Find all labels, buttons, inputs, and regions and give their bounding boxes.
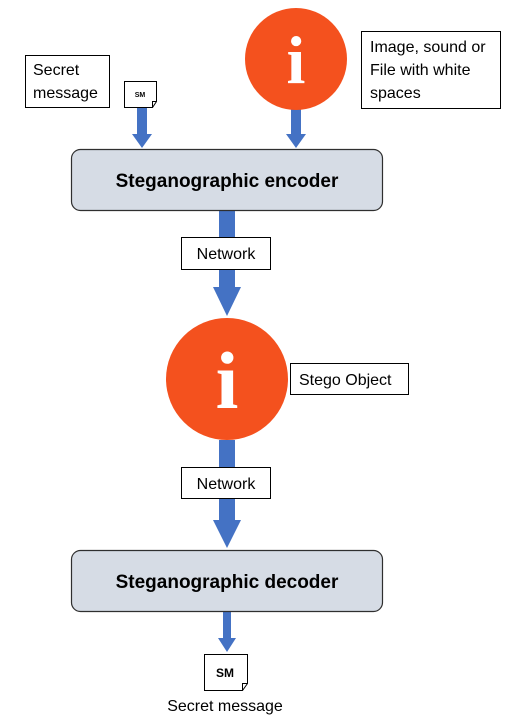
cover-info-icon: i	[245, 8, 347, 110]
secret-message-label-line2: message	[33, 85, 98, 102]
encoder-box: Steganographic encoder	[70, 148, 384, 212]
arrow-decoder-to-output	[218, 612, 236, 652]
secret-message-label-line1: Secret	[33, 62, 80, 79]
cover-label-box: Image, sound or File with white spaces	[361, 31, 501, 109]
stego-info-icon: i	[166, 318, 288, 440]
cover-label-line2: File with white	[370, 62, 471, 79]
secret-document-icon: SM	[124, 81, 157, 108]
output-caption: Secret message	[167, 698, 283, 715]
stego-info-glyph: i	[216, 335, 239, 426]
network-label-1-text: Network	[197, 246, 257, 263]
arrow-cover-to-encoder	[286, 108, 306, 148]
cover-info-glyph: i	[287, 22, 306, 98]
network-label-2: Network	[181, 467, 271, 499]
output-document-label: SM	[216, 666, 234, 680]
arrow-secret-to-encoder	[132, 108, 152, 148]
cover-label-line3: spaces	[370, 85, 421, 102]
cover-label-line1: Image, sound or	[370, 39, 486, 56]
encoder-label: Steganographic encoder	[116, 171, 339, 192]
network-label-1: Network	[181, 237, 271, 270]
stego-label-box: Stego Object	[290, 363, 409, 395]
decoder-box: Steganographic decoder	[70, 549, 384, 613]
secret-message-label-box: Secret message	[25, 55, 110, 108]
output-document-icon: SM	[204, 654, 248, 691]
stego-label-text: Stego Object	[299, 372, 392, 389]
decoder-label: Steganographic decoder	[116, 572, 339, 593]
network-label-2-text: Network	[197, 476, 257, 493]
secret-document-label: SM	[135, 92, 146, 99]
